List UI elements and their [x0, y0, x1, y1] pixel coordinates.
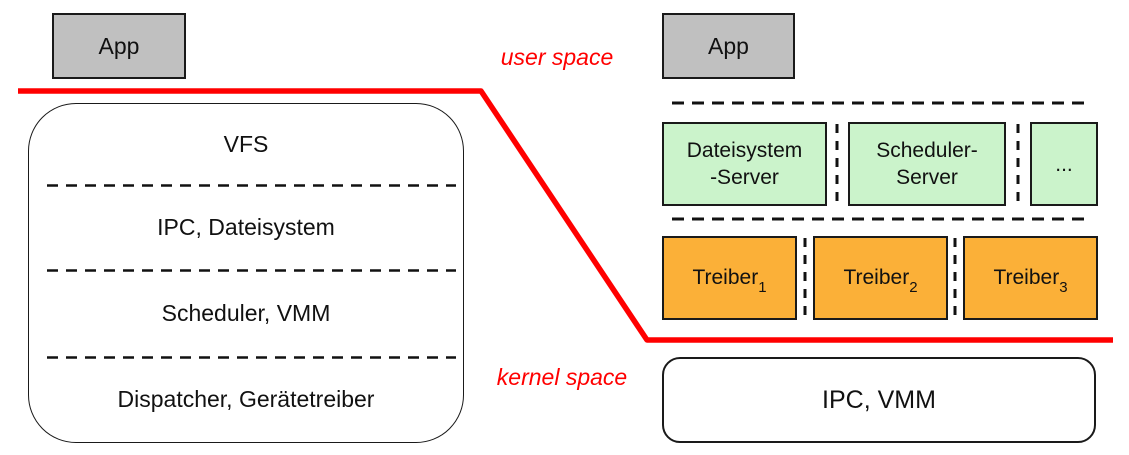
- kernel-section-ipc-dateisystem: IPC, Dateisystem: [29, 186, 463, 271]
- kernel-section-dispatcher: Dispatcher, Gerätetreiber: [29, 357, 463, 443]
- driver-1-subscript: 1: [758, 279, 767, 297]
- server-scheduler-line2: Server: [896, 166, 958, 189]
- kernel-section-vfs-label: VFS: [223, 131, 269, 158]
- driver-1-label: Treiber1: [692, 266, 767, 297]
- driver-3-label: Treiber3: [993, 266, 1068, 297]
- monolithic-kernel-box: VFS IPC, Dateisystem Scheduler, VMM Disp…: [28, 103, 464, 443]
- driver-box-1: Treiber1: [662, 236, 797, 320]
- server-box-ellipsis: ...: [1030, 122, 1098, 206]
- server-dateisystem-line1: Dateisystem: [686, 139, 803, 162]
- right-app-box: App: [662, 13, 795, 79]
- driver-2-subscript: 2: [909, 279, 918, 297]
- microkernel-ipc-vmm-label: IPC, VMM: [822, 385, 936, 414]
- server-ellipsis-label: ...: [1055, 152, 1073, 176]
- right-app-label: App: [708, 32, 749, 59]
- kernel-section-vfs: VFS: [29, 104, 463, 186]
- left-app-label: App: [98, 32, 140, 59]
- kernel-section-scheduler-vmm: Scheduler, VMM: [29, 270, 463, 356]
- left-app-box: App: [52, 13, 186, 79]
- kernel-section-scheduler-vmm-label: Scheduler, VMM: [161, 299, 331, 326]
- kernel-section-ipc-dateisystem-label: IPC, Dateisystem: [157, 214, 335, 241]
- microkernel-ipc-vmm-box: IPC, VMM: [662, 357, 1096, 443]
- driver-3-subscript: 3: [1059, 279, 1068, 297]
- kernel-space-label: kernel space: [496, 364, 628, 390]
- driver-box-3: Treiber3: [963, 236, 1098, 320]
- driver-2-label: Treiber2: [843, 266, 918, 297]
- user-space-label: user space: [500, 44, 614, 70]
- server-box-dateisystem: Dateisystem -Server: [662, 122, 827, 206]
- server-scheduler-line1: Scheduler-: [876, 139, 978, 162]
- server-dateisystem-line2: -Server: [710, 166, 779, 189]
- driver-box-2: Treiber2: [813, 236, 948, 320]
- server-box-scheduler: Scheduler- Server: [848, 122, 1006, 206]
- kernel-section-dispatcher-label: Dispatcher, Gerätetreiber: [117, 385, 375, 412]
